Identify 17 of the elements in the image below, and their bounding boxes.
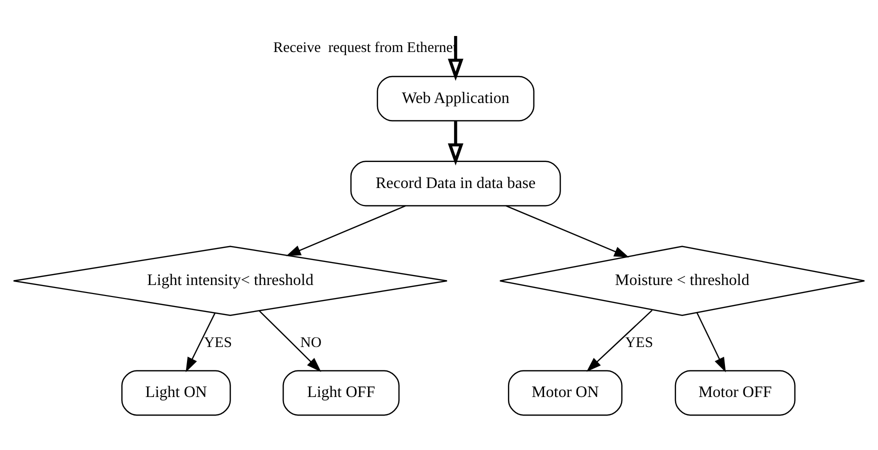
- node-box: Record Data in data base: [350, 160, 561, 206]
- arrow: [696, 312, 726, 372]
- node-box: Web Application: [376, 76, 534, 122]
- arrow: [186, 312, 216, 372]
- arrow: [506, 205, 629, 258]
- edge-label: YES: [204, 334, 232, 351]
- arrow: [258, 310, 322, 372]
- node-box: Motor OFF: [674, 370, 796, 416]
- arrow: [586, 310, 652, 372]
- arrow: [448, 121, 464, 166]
- node-box: Light OFF: [282, 370, 400, 416]
- edge-label: NO: [300, 334, 322, 351]
- arrow: [286, 205, 406, 256]
- node-box: Light ON: [121, 370, 231, 416]
- edge-label: YES: [625, 334, 654, 351]
- node-box: Motor ON: [508, 370, 622, 416]
- arrow: [448, 36, 464, 81]
